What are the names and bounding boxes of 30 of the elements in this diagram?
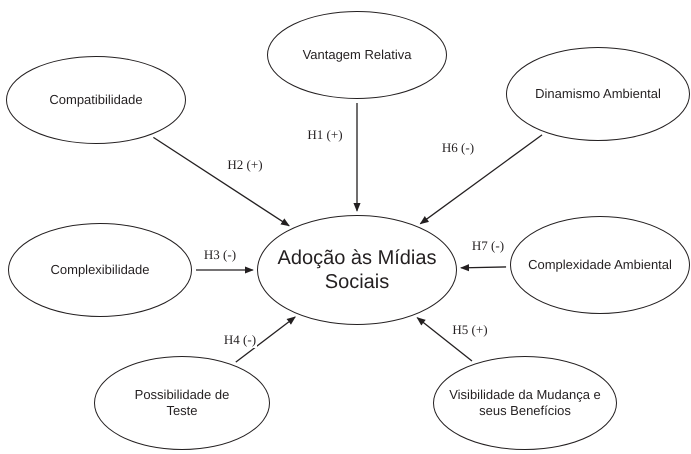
arrow [196,266,254,274]
ellipse-node [8,223,192,317]
edge-label: H2 (+) [226,157,264,173]
node-label: Complexidade Ambiental [528,257,672,273]
edge-label: H4 (-) [222,332,258,348]
node-label: Adoção às Mídias Sociais [276,246,438,294]
arrow [420,134,542,224]
ellipse-node [506,47,690,141]
ellipse-node [267,11,447,99]
node-label: Complexibilidade [50,262,150,278]
node-label: Possibilidade de Teste [134,387,230,419]
edge-label: H1 (+) [306,127,344,143]
ellipse-node [6,56,186,144]
arrow [353,103,361,212]
edge-label: H7 (-) [470,238,506,254]
node-label: Compatibilidade [49,92,143,108]
ellipse-node [257,215,457,325]
ellipse-node [94,356,270,450]
arrow [460,264,506,272]
ellipse-node [433,356,617,450]
edge-label: H6 (-) [440,140,476,156]
arrow [416,317,472,362]
edge-label: H3 (-) [202,247,238,263]
node-label: Vantagem Relativa [302,47,412,63]
arrow [153,136,290,226]
node-label: Dinamismo Ambiental [535,86,661,102]
arrow [235,316,296,363]
node-label: Visibilidade da Mudança e seus Benefícios [448,387,602,419]
ellipse-node [510,216,690,314]
edge-label: H5 (+) [451,322,489,338]
